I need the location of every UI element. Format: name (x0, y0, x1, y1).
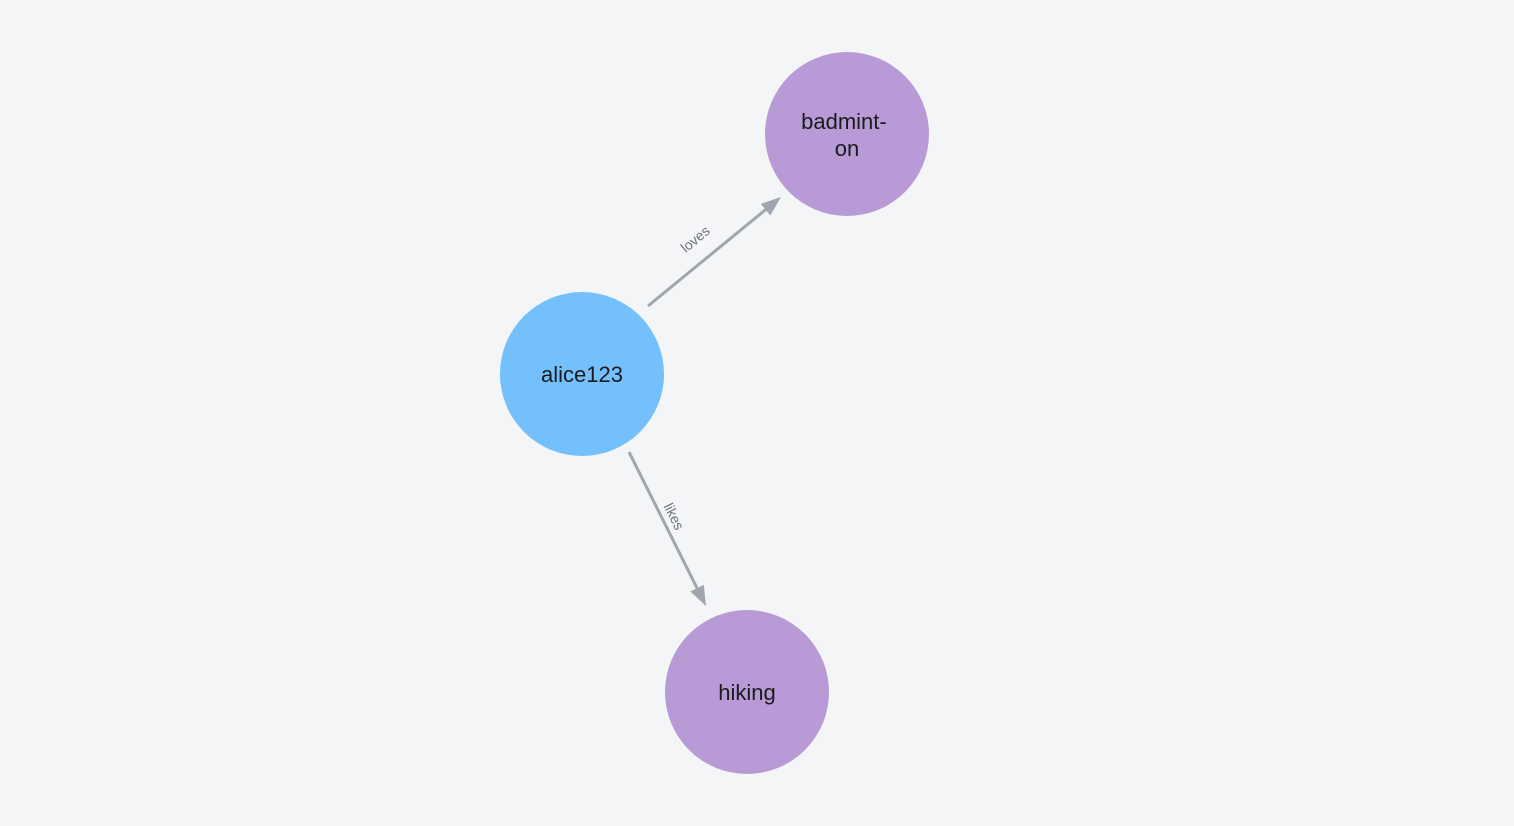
arrowhead-icon (760, 197, 781, 216)
node-circle-alice123[interactable] (500, 292, 664, 456)
edge-line (627, 451, 701, 593)
node-alice123[interactable]: alice123 (500, 292, 664, 456)
node-hiking[interactable]: hiking (665, 610, 829, 774)
node-badminton[interactable]: badmint- on (765, 52, 929, 216)
edge-label-likes: likes (661, 500, 688, 532)
arrowhead-icon (690, 584, 706, 606)
edge-line (647, 205, 770, 308)
edge-label-loves: loves (677, 222, 712, 255)
node-layer: badmint- on hiking alice123 (500, 52, 929, 774)
edge-alice123-likes-hiking[interactable]: likes (627, 451, 706, 606)
edge-alice123-loves-badminton[interactable]: loves (647, 197, 781, 308)
node-circle-badminton[interactable] (765, 52, 929, 216)
node-circle-hiking[interactable] (665, 610, 829, 774)
